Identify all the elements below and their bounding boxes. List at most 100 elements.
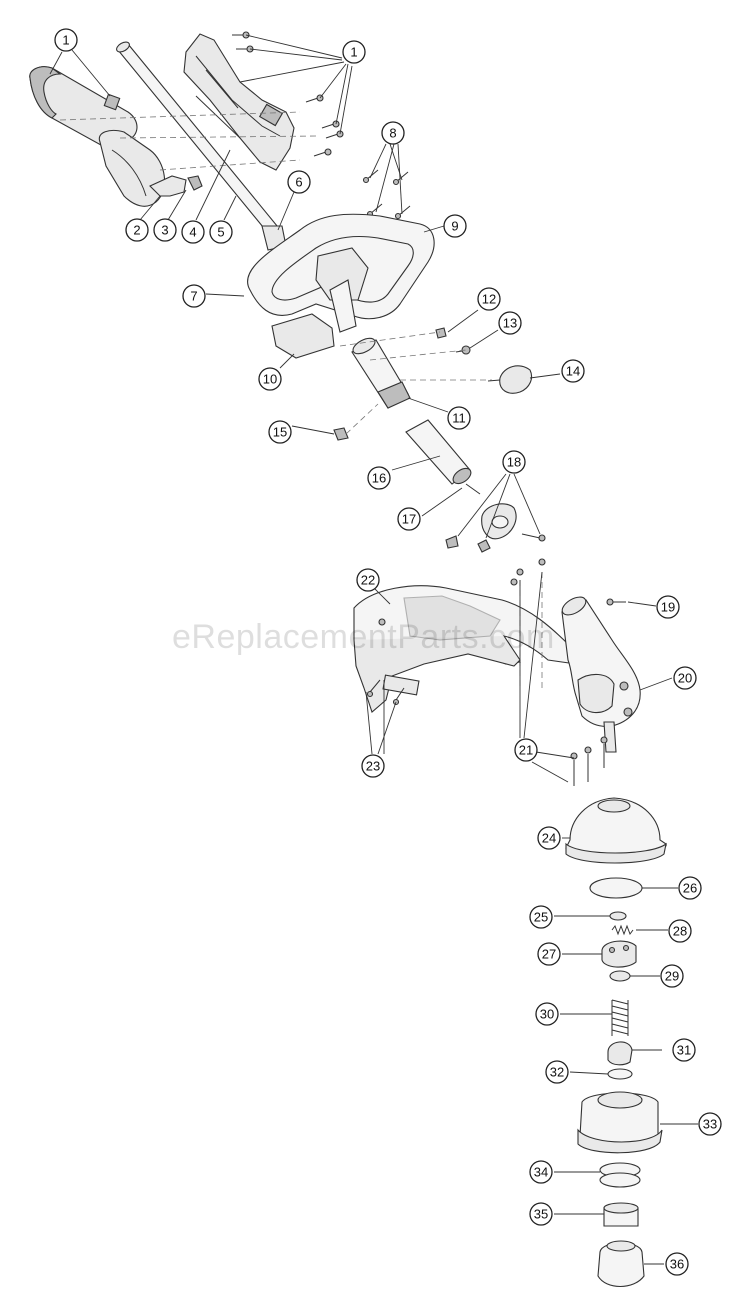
handle-clamp xyxy=(271,313,335,359)
clip-part xyxy=(187,175,203,191)
callout-9: 9 xyxy=(443,214,467,238)
wire-part xyxy=(195,95,241,139)
bump-knob xyxy=(597,1240,645,1288)
callout-2: 2 xyxy=(125,218,149,242)
svg-text:3: 3 xyxy=(161,223,168,238)
o-ring-part xyxy=(589,877,643,899)
svg-text:1: 1 xyxy=(62,33,69,48)
callout-33: 33 xyxy=(698,1112,722,1136)
screws-part xyxy=(378,558,608,786)
callout-25: 25 xyxy=(529,905,553,929)
svg-text:32: 32 xyxy=(550,1065,564,1080)
callout-1a: 1 xyxy=(54,28,78,52)
callout-8: 8 xyxy=(381,121,405,145)
svg-text:34: 34 xyxy=(534,1165,548,1180)
washer-part xyxy=(609,970,631,982)
small-spring xyxy=(611,924,634,936)
callout-31: 31 xyxy=(672,1038,696,1062)
callout-11: 11 xyxy=(447,406,471,430)
callout-19: 19 xyxy=(656,595,680,619)
assembly-line xyxy=(369,349,467,361)
ring-part xyxy=(607,1068,633,1080)
switch-part xyxy=(103,93,121,111)
svg-text:20: 20 xyxy=(678,671,692,686)
svg-text:19: 19 xyxy=(661,600,675,615)
svg-text:13: 13 xyxy=(503,316,517,331)
leader-lines xyxy=(49,34,698,1265)
svg-text:12: 12 xyxy=(482,292,496,307)
eyelet-part xyxy=(607,1041,633,1066)
svg-text:36: 36 xyxy=(670,1257,684,1272)
svg-text:4: 4 xyxy=(189,225,196,240)
callout-15: 15 xyxy=(268,420,292,444)
screw-part xyxy=(606,598,626,606)
callout-4: 4 xyxy=(181,220,205,244)
callout-5: 5 xyxy=(209,220,233,244)
callout-34: 34 xyxy=(529,1160,553,1184)
callout-10: 10 xyxy=(258,367,282,391)
callout-27: 27 xyxy=(537,942,561,966)
assembly-line xyxy=(119,135,319,139)
svg-text:29: 29 xyxy=(665,969,679,984)
svg-text:23: 23 xyxy=(366,759,380,774)
callout-28: 28 xyxy=(668,919,692,943)
spool-spring xyxy=(599,1162,641,1188)
callout-32: 32 xyxy=(545,1060,569,1084)
shaft-clamp xyxy=(445,503,546,553)
bushing-part xyxy=(603,1202,639,1227)
svg-text:16: 16 xyxy=(372,471,386,486)
callout-23: 23 xyxy=(361,754,385,778)
callout-16: 16 xyxy=(367,466,391,490)
svg-text:9: 9 xyxy=(451,219,458,234)
spring-part xyxy=(611,999,629,1036)
callout-21: 21 xyxy=(514,738,538,762)
bolt-part xyxy=(455,345,471,355)
bolts-part xyxy=(362,169,411,220)
handle-housing-right xyxy=(183,33,295,171)
assembly-line xyxy=(345,403,379,435)
callout-22: 22 xyxy=(356,568,380,592)
svg-text:35: 35 xyxy=(534,1207,548,1222)
callout-17: 17 xyxy=(397,507,421,531)
loop-handle xyxy=(247,213,435,320)
svg-text:28: 28 xyxy=(673,924,687,939)
svg-text:22: 22 xyxy=(361,573,375,588)
svg-text:6: 6 xyxy=(295,175,302,190)
svg-text:5: 5 xyxy=(217,225,224,240)
assembly-line xyxy=(159,159,301,171)
assembly-line xyxy=(59,111,301,121)
callout-26: 26 xyxy=(678,876,702,900)
svg-text:11: 11 xyxy=(452,411,466,426)
callout-13: 13 xyxy=(498,311,522,335)
knob-part xyxy=(487,365,533,394)
shaft-segment xyxy=(329,279,357,333)
washer-part xyxy=(609,911,627,921)
gear-head xyxy=(561,596,641,753)
svg-text:33: 33 xyxy=(703,1117,717,1132)
grass-guard xyxy=(353,585,577,713)
svg-text:7: 7 xyxy=(190,289,197,304)
svg-text:10: 10 xyxy=(263,372,277,387)
svg-text:15: 15 xyxy=(273,425,287,440)
svg-text:18: 18 xyxy=(507,455,521,470)
callout-3: 3 xyxy=(153,218,177,242)
callout-7: 7 xyxy=(182,284,206,308)
svg-text:8: 8 xyxy=(389,126,396,141)
callout-12: 12 xyxy=(477,287,501,311)
lower-shaft xyxy=(405,419,472,485)
svg-text:2: 2 xyxy=(133,223,140,238)
spool-part xyxy=(577,1091,663,1154)
callout-29: 29 xyxy=(660,964,684,988)
callout-1b: 1 xyxy=(342,40,366,64)
shaft-coupler xyxy=(351,337,411,409)
callout-6: 6 xyxy=(287,170,311,194)
svg-text:21: 21 xyxy=(519,743,533,758)
retainer-part xyxy=(601,940,637,968)
svg-text:25: 25 xyxy=(534,910,548,925)
svg-text:17: 17 xyxy=(402,512,416,527)
guard-bracket xyxy=(366,674,420,706)
svg-text:27: 27 xyxy=(542,947,556,962)
nut-part xyxy=(333,427,349,441)
shaft-rod xyxy=(465,483,481,495)
